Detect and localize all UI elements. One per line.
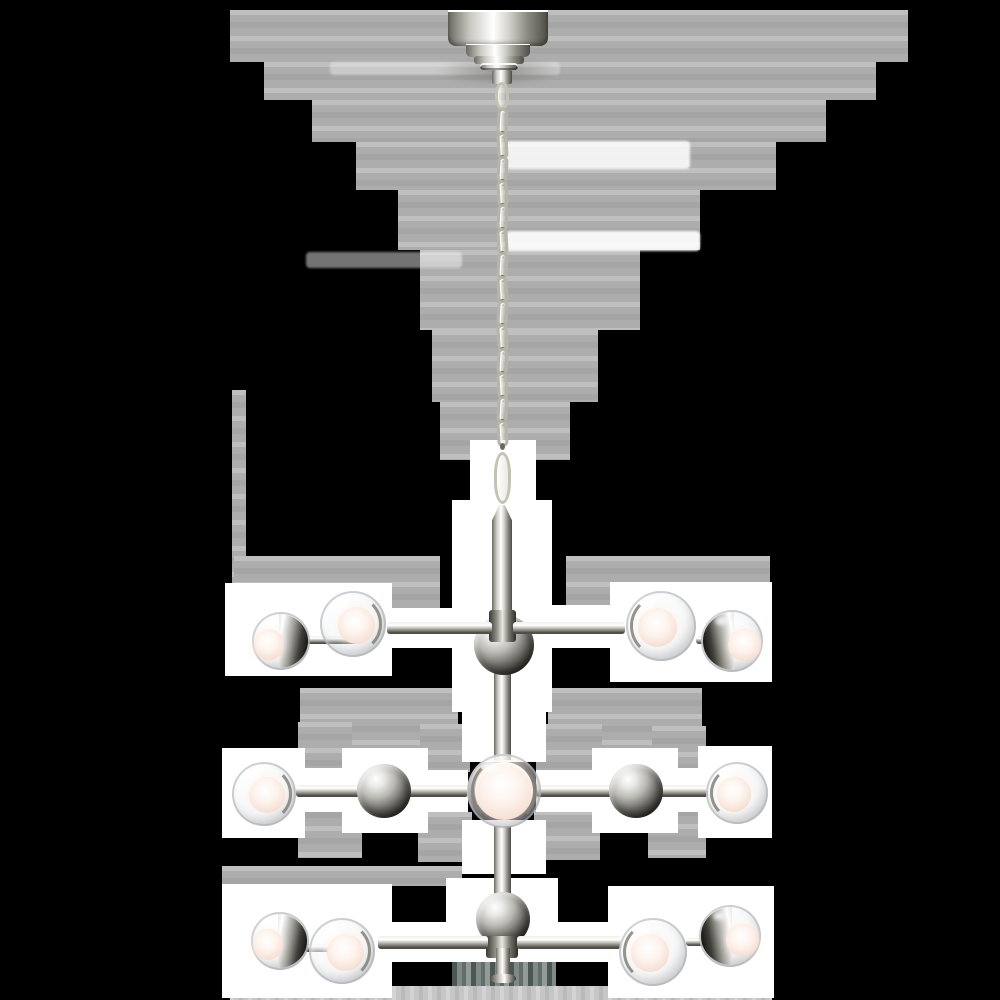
glass-highlight [334, 598, 348, 608]
canopy-neck [492, 70, 512, 84]
background-gray-patch [230, 10, 908, 62]
frosted-bulb [254, 629, 285, 660]
bottom-stem-drop [496, 948, 510, 976]
bottom-tier-arm [378, 936, 488, 949]
center-stem-segment [494, 826, 511, 896]
bottom-finial-cap [490, 974, 516, 983]
nickel-fitter-crescent [709, 765, 765, 821]
chain-connector-loop [494, 452, 511, 504]
center-stem-segment [494, 668, 511, 760]
glass-globe-shade [467, 754, 541, 828]
glass-globe-shade [252, 612, 310, 670]
glass-highlight [264, 618, 277, 627]
glass-highlight [719, 769, 733, 778]
nickel-fitter-crescent [313, 921, 372, 981]
glass-highlight [712, 912, 726, 921]
background-gray-patch [312, 100, 826, 142]
center-rod [492, 505, 512, 615]
background-gray-patch [432, 330, 598, 402]
background-gray-patch [420, 724, 470, 772]
glass-globe-shade [309, 918, 375, 984]
glass-highlight [246, 769, 259, 778]
middle-tier-nickel-sphere [609, 764, 663, 818]
middle-tier-nickel-sphere [357, 764, 411, 818]
frosted-bulb [726, 923, 759, 956]
glass-highlight [323, 925, 337, 935]
glass-globe-shade [619, 918, 687, 986]
glass-highlight [714, 617, 728, 626]
top-tier-arm [387, 622, 492, 634]
nickel-fitter-crescent [324, 594, 383, 654]
background-gray-patch [420, 250, 640, 330]
glass-highlight [263, 918, 276, 927]
nickel-fitter-crescent [236, 765, 293, 823]
canopy-discs [480, 63, 518, 70]
glass-globe-shade [232, 762, 296, 826]
top-tier-collar [489, 610, 516, 642]
glass-globe-shade [320, 591, 386, 657]
background-gray-patch [264, 62, 876, 100]
chain-joint [499, 443, 505, 450]
top-tier-arm [513, 622, 625, 634]
frosted-bulb [253, 929, 284, 960]
canopy-flange [474, 56, 524, 64]
background-gray-patch [222, 866, 462, 886]
canopy-step [466, 44, 530, 57]
bottom-tier-collar [486, 936, 518, 958]
glass-highlight [633, 926, 648, 935]
glass-globe-shade [701, 610, 763, 672]
glass-globe-shade [706, 762, 768, 824]
nickel-fitter-crescent [630, 595, 692, 657]
background-light-streak [506, 231, 700, 251]
frosted-bulb [728, 628, 761, 661]
background-light-streak [506, 141, 690, 169]
glass-globe-shade [699, 905, 761, 967]
bottom-tier-arm [517, 936, 621, 949]
glass-highlight [641, 599, 656, 609]
glass-globe-shade [626, 591, 696, 661]
nickel-fitter-crescent [623, 922, 683, 982]
canopy-drum [448, 10, 548, 46]
canopy-chain-loop [495, 82, 509, 110]
background-light-streak [306, 252, 462, 268]
nickel-ring-right [471, 758, 537, 824]
glass-globe-shade [251, 912, 309, 970]
glass-highlight [483, 762, 499, 773]
